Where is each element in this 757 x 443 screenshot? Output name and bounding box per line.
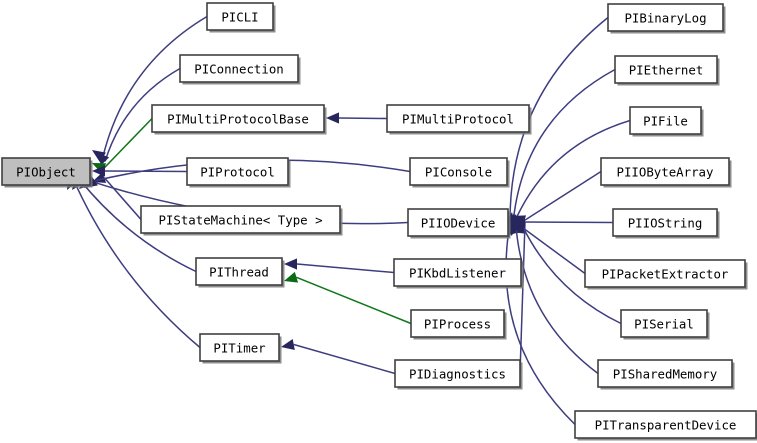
- class-node-PIBinaryLog[interactable]: PIBinaryLog: [607, 3, 726, 34]
- inheritance-edge-PIFile-to-PIIODevice: [511, 119, 631, 227]
- inheritance-edge-PIIOString-to-PIIODevice: [522, 221, 614, 224]
- node-rect[interactable]: [597, 359, 733, 388]
- class-node-PIProtocol[interactable]: PIProtocol: [186, 157, 291, 188]
- class-node-PIMultiProtocolBase[interactable]: PIMultiProtocolBase: [151, 104, 327, 135]
- inheritance-edge-PIDiagnostics-to-PIIODevice: [519, 222, 526, 374]
- class-node-PIDiagnostics[interactable]: PIDiagnostics: [394, 359, 523, 390]
- node-label: PIIOByteArray: [617, 165, 714, 180]
- class-node-PISerial[interactable]: PISerial: [620, 309, 710, 340]
- inheritance-edge-PIIOByteArray-to-PIIODevice: [523, 170, 602, 222]
- node-label: PIThread: [209, 265, 269, 280]
- class-node-PIKbdListener[interactable]: PIKbdListener: [393, 258, 524, 289]
- node-rect[interactable]: [409, 157, 508, 186]
- node-rect[interactable]: [607, 3, 724, 32]
- class-node-PIProcess[interactable]: PIProcess: [410, 309, 507, 340]
- node-label: PIDiagnostics: [409, 367, 506, 382]
- node-label: PIProcess: [424, 317, 491, 332]
- node-label: PIEthernet: [629, 63, 704, 78]
- class-node-PIIOString[interactable]: PIIOString: [612, 208, 720, 239]
- usage-edge-PIMultiProtocolBase-to-PIObject: [103, 117, 153, 169]
- node-rect[interactable]: [206, 2, 274, 31]
- node-label: PIMultiProtocolBase: [167, 112, 309, 127]
- node-label: PIKbdListener: [409, 266, 506, 281]
- node-label: PISerial: [634, 317, 694, 332]
- node-rect[interactable]: [186, 157, 289, 186]
- inheritance-edge-PISharedMemory-to-PIIODevice: [515, 223, 599, 375]
- node-label: PIIOString: [628, 216, 703, 231]
- node-rect[interactable]: [629, 106, 702, 135]
- node-rect[interactable]: [386, 104, 530, 133]
- node-rect[interactable]: [394, 359, 521, 388]
- node-label: PIMultiProtocol: [402, 112, 514, 127]
- inheritance-edge-PIBinaryLog-to-PIIODevice: [509, 16, 609, 225]
- node-rect[interactable]: [199, 333, 280, 362]
- class-node-PIIOByteArray[interactable]: PIIOByteArray: [600, 157, 732, 188]
- node-label: PIObject: [16, 165, 76, 180]
- class-node-PIFile[interactable]: PIFile: [629, 106, 704, 137]
- node-rect[interactable]: [574, 410, 757, 439]
- node-label: PITransparentDevice: [595, 418, 737, 433]
- inheritance-edge-PIEthernet-to-PIIODevice: [512, 68, 616, 227]
- inheritance-edge-PIConnection-to-PIObject: [104, 67, 181, 162]
- inheritance-edge-PICLI-to-PIObject: [102, 15, 208, 158]
- node-rect[interactable]: [600, 157, 730, 186]
- class-node-PIThread[interactable]: PIThread: [195, 257, 285, 288]
- inheritance-edge-PIPacketExtractor-to-PIIODevice: [523, 227, 586, 275]
- node-rect[interactable]: [614, 55, 718, 84]
- node-rect[interactable]: [393, 258, 522, 287]
- node-rect[interactable]: [195, 257, 283, 286]
- node-label: PICLI: [221, 10, 258, 25]
- inheritance-edge-PIDiagnostics-to-PITimer: [293, 343, 396, 375]
- class-node-PIConsole[interactable]: PIConsole: [409, 157, 510, 188]
- node-label: PIPacketExtractor: [602, 267, 729, 282]
- inheritance-edge-PISerial-to-PIIODevice: [522, 226, 622, 325]
- class-node-PITimer[interactable]: PITimer: [199, 333, 282, 364]
- node-label: PIProtocol: [200, 165, 275, 180]
- class-node-PISharedMemory[interactable]: PISharedMemory: [597, 359, 735, 390]
- node-rect[interactable]: [620, 309, 708, 338]
- inheritance-arrowhead: [512, 216, 525, 229]
- inheritance-arrowhead: [284, 258, 297, 270]
- class-node-PIIODevice[interactable]: PIIODevice: [407, 208, 511, 239]
- class-node-PIMultiProtocol[interactable]: PIMultiProtocol: [386, 104, 532, 135]
- inheritance-arrowhead: [326, 112, 339, 124]
- node-rect[interactable]: [410, 309, 505, 338]
- inheritance-edge-PITimer-to-PIObject: [72, 178, 201, 349]
- class-node-PIStateMachine[interactable]: PIStateMachine< Type >: [140, 205, 343, 236]
- inheritance-edge-PIMultiProtocol-to-PIMultiProtocolBase: [338, 117, 388, 120]
- node-rect[interactable]: [140, 205, 341, 234]
- node-rect[interactable]: [584, 259, 746, 288]
- edge-layer: [67, 15, 631, 426]
- node-rect[interactable]: [151, 104, 325, 133]
- usage-arrowhead: [284, 271, 299, 283]
- node-label: PIFile: [643, 114, 688, 129]
- usage-edge-PIProcess-to-PIThread: [296, 276, 412, 325]
- node-label: PIBinaryLog: [624, 11, 706, 26]
- root-node-rect[interactable]: [1, 157, 91, 186]
- inheritance-edge-PIKbdListener-to-PIThread: [296, 263, 395, 274]
- inheritance-arrowhead: [281, 339, 295, 351]
- inheritance-edge-PIStateMachine-to-PIObject: [103, 177, 142, 220]
- class-node-PITransparentDevice[interactable]: PITransparentDevice: [574, 410, 757, 441]
- class-node-PICLI[interactable]: PICLI: [206, 2, 276, 33]
- node-label: PITimer: [213, 341, 265, 356]
- node-rect[interactable]: [179, 54, 299, 83]
- node-label: PIConnection: [194, 62, 284, 77]
- node-label: PIConsole: [425, 165, 492, 180]
- node-label: PISharedMemory: [613, 367, 717, 382]
- node-rect[interactable]: [407, 208, 509, 237]
- node-label: PIIODevice: [421, 216, 496, 231]
- inheritance-edge-PIThread-to-PIObject: [79, 179, 197, 273]
- class-node-PIObject[interactable]: PIObject: [1, 157, 93, 188]
- node-rect[interactable]: [612, 208, 718, 237]
- node-label: PIStateMachine< Type >: [158, 213, 322, 228]
- inheritance-arrowhead: [96, 152, 110, 166]
- class-node-PIPacketExtractor[interactable]: PIPacketExtractor: [584, 259, 748, 290]
- class-node-PIConnection[interactable]: PIConnection: [179, 54, 301, 85]
- inheritance-edge-PITransparentDevice-to-PIIODevice: [505, 224, 576, 426]
- class-node-PIEthernet[interactable]: PIEthernet: [614, 55, 720, 86]
